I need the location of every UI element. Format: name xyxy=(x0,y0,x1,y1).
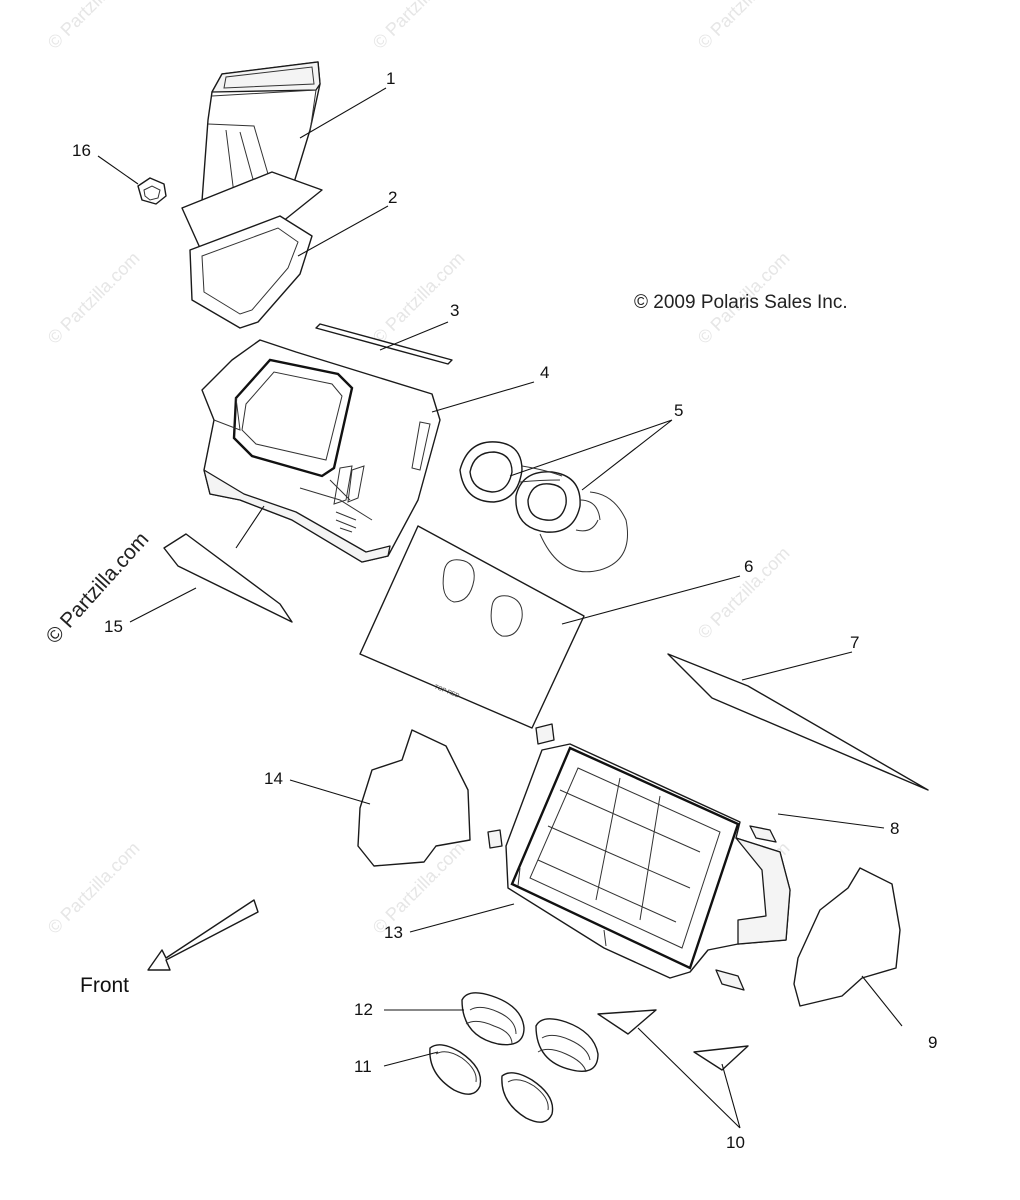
part-14-foam-pad xyxy=(357,729,471,867)
callout-3: 3 xyxy=(450,301,459,320)
watermark: © Partzilla.com xyxy=(369,0,469,53)
part-11-clamps xyxy=(429,1044,554,1123)
front-arrow-icon xyxy=(147,899,259,971)
callout-9: 9 xyxy=(928,1033,937,1052)
callout-6: 6 xyxy=(744,557,753,576)
callout-2: 2 xyxy=(388,188,397,207)
watermark: © Partzilla.com xyxy=(694,0,794,53)
part-12-couplers xyxy=(461,992,599,1073)
part-9-foam-pad xyxy=(793,867,901,1007)
part-15-pad xyxy=(163,533,293,623)
part-6-filter-plate: TOP RED xyxy=(359,525,585,729)
partzilla-watermark: © Partzilla.com xyxy=(42,528,154,649)
callout-10: 10 xyxy=(726,1133,745,1152)
part-2-gasket xyxy=(181,171,323,329)
leader-lines xyxy=(97,87,903,1129)
callout-4: 4 xyxy=(540,363,549,382)
part-8-connectors xyxy=(487,723,777,991)
part-16-clamp xyxy=(137,177,167,205)
callout-14: 14 xyxy=(264,769,283,788)
watermark: © Partzilla.com xyxy=(44,838,144,938)
callout-5: 5 xyxy=(674,401,683,420)
callout-numbers: 1 2 3 4 5 6 7 8 9 10 11 12 13 14 15 16 xyxy=(72,69,937,1152)
part-4-upper-airbox xyxy=(201,339,441,563)
callout-15: 15 xyxy=(104,617,123,636)
part-5-intake-boots xyxy=(459,441,628,573)
callout-8: 8 xyxy=(890,819,899,838)
callout-12: 12 xyxy=(354,1000,373,1019)
copyright-notice: © 2009 Polaris Sales Inc. xyxy=(634,292,848,313)
part-10-pads xyxy=(597,1009,749,1071)
callout-7: 7 xyxy=(850,633,859,652)
callout-11: 11 xyxy=(354,1057,372,1076)
watermark: © Partzilla.com xyxy=(369,248,469,348)
watermark: © Partzilla.com xyxy=(44,0,144,53)
part-13-lower-airbox xyxy=(505,743,791,979)
watermark: © Partzilla.com xyxy=(44,248,144,348)
part-7-panel xyxy=(667,653,929,791)
callout-16: 16 xyxy=(72,141,91,160)
callout-13: 13 xyxy=(384,923,403,942)
callout-1: 1 xyxy=(386,69,395,88)
part-3-gasket-strip xyxy=(315,323,453,365)
front-label: Front xyxy=(80,974,129,997)
